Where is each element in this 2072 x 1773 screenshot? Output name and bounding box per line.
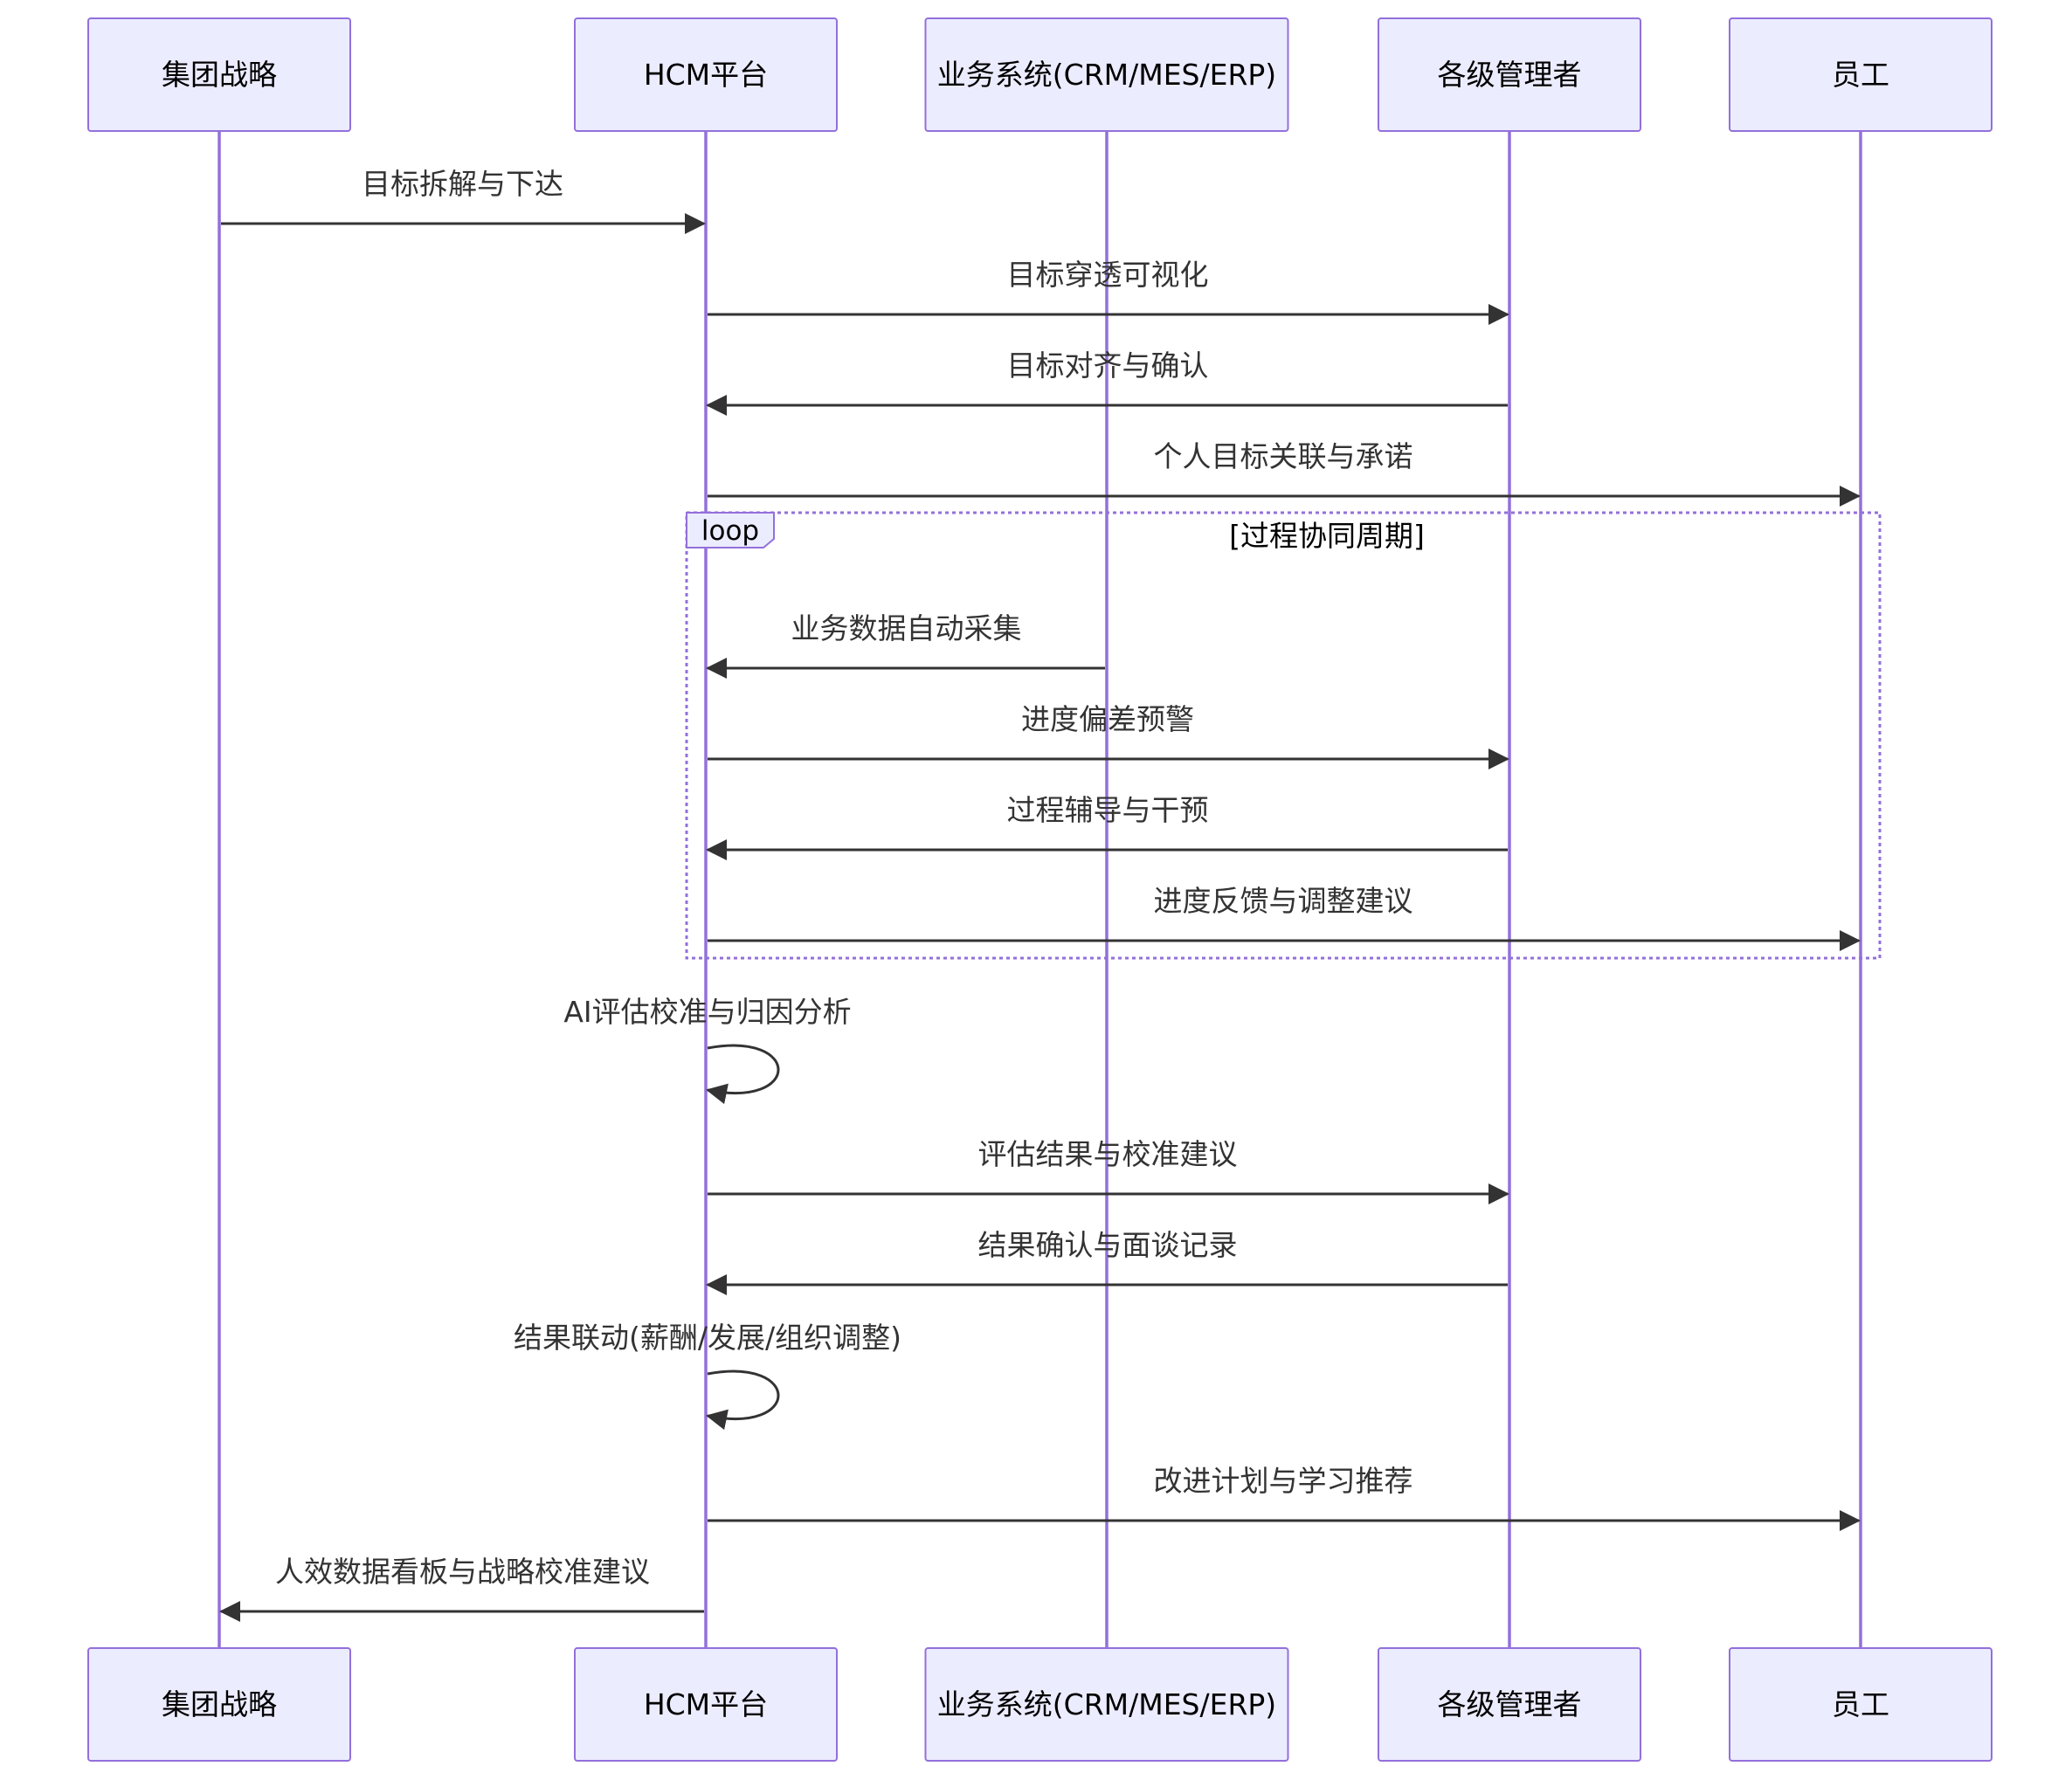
message-label: 进度偏差预警 <box>1021 702 1194 736</box>
message-14: 人效数据看板与战略校准建议 <box>219 1555 704 1622</box>
actor-box <box>924 17 1289 132</box>
actor-label: 业务系统(CRM/MES/ERP) <box>937 1687 1276 1721</box>
message-9: AI评估校准与归因分析 <box>563 995 852 1105</box>
message-3: 目标对齐与确认 <box>706 348 1508 416</box>
message-label: 目标穿透可视化 <box>1007 258 1209 292</box>
actor-box <box>574 17 838 132</box>
actor-label: 集团战略 <box>162 58 277 92</box>
message-label: 进度反馈与调整建议 <box>1154 884 1413 918</box>
actor-box <box>87 17 351 132</box>
message-12: 结果联动(薪酬/发展/组织调整) <box>514 1321 901 1431</box>
message-7: 过程辅导与干预 <box>706 793 1508 860</box>
self-message-arrow <box>706 1369 780 1431</box>
actor-box <box>87 1647 351 1762</box>
actor-bottom-strategy: 集团战略 <box>87 1647 351 1762</box>
loop-border <box>685 511 1882 960</box>
message-label: 业务数据自动采集 <box>791 611 1022 645</box>
message-6: 进度偏差预警 <box>708 702 1509 769</box>
actor-top-emp: 员工 <box>1729 17 1993 132</box>
message-label: 目标拆解与下达 <box>362 167 563 201</box>
actor-box <box>924 1647 1289 1762</box>
loop-condition: [过程协同周期] <box>1229 519 1425 553</box>
actor-label: 员工 <box>1832 58 1889 92</box>
actor-box <box>1378 17 1641 132</box>
self-message-arrow <box>706 1044 780 1105</box>
actor-top-hcm: HCM平台 <box>574 17 838 132</box>
actor-box <box>1378 1647 1641 1762</box>
message-label: 个人目标关联与承诺 <box>1154 439 1413 473</box>
message-8: 进度反馈与调整建议 <box>708 884 1861 951</box>
message-13: 改进计划与学习推荐 <box>708 1464 1861 1531</box>
message-10: 评估结果与校准建议 <box>708 1137 1509 1204</box>
actor-label: 各级管理者 <box>1438 58 1582 92</box>
actor-box <box>574 1647 838 1762</box>
actor-bottom-mgr: 各级管理者 <box>1378 1647 1641 1762</box>
message-label: 人效数据看板与战略校准建议 <box>275 1555 650 1589</box>
actor-label: 集团战略 <box>162 1687 277 1721</box>
actor-box <box>1729 17 1993 132</box>
message-2: 目标穿透可视化 <box>708 258 1509 325</box>
loop-tag <box>686 512 775 548</box>
actor-label: HCM平台 <box>644 58 768 92</box>
loop-label: loop <box>701 515 759 547</box>
message-label: 评估结果与校准建议 <box>978 1137 1238 1171</box>
actor-bottom-emp: 员工 <box>1729 1647 1993 1762</box>
actor-top-strategy: 集团战略 <box>87 17 351 132</box>
message-label: 结果联动(薪酬/发展/组织调整) <box>514 1321 901 1355</box>
actor-label: 员工 <box>1832 1687 1889 1721</box>
actor-top-mgr: 各级管理者 <box>1378 17 1641 132</box>
message-label: 改进计划与学习推荐 <box>1154 1464 1413 1498</box>
loop-frame: loop [过程协同周期] <box>685 511 1882 960</box>
actor-label: 各级管理者 <box>1438 1687 1582 1721</box>
message-label: 过程辅导与干预 <box>1007 793 1209 827</box>
actor-box <box>1729 1647 1993 1762</box>
actor-bottom-biz: 业务系统(CRM/MES/ERP) <box>924 1647 1289 1762</box>
message-label: 结果确认与面谈记录 <box>978 1228 1238 1262</box>
actor-bottom-hcm: HCM平台 <box>574 1647 838 1762</box>
message-11: 结果确认与面谈记录 <box>706 1228 1508 1295</box>
message-4: 个人目标关联与承诺 <box>708 439 1861 507</box>
actor-label: 业务系统(CRM/MES/ERP) <box>937 58 1276 92</box>
actor-top-biz: 业务系统(CRM/MES/ERP) <box>924 17 1289 132</box>
message-label: AI评估校准与归因分析 <box>563 995 851 1029</box>
message-label: 目标对齐与确认 <box>1007 348 1209 383</box>
message-1: 目标拆解与下达 <box>221 167 706 234</box>
message-5: 业务数据自动采集 <box>706 611 1105 679</box>
actor-label: HCM平台 <box>644 1687 768 1721</box>
